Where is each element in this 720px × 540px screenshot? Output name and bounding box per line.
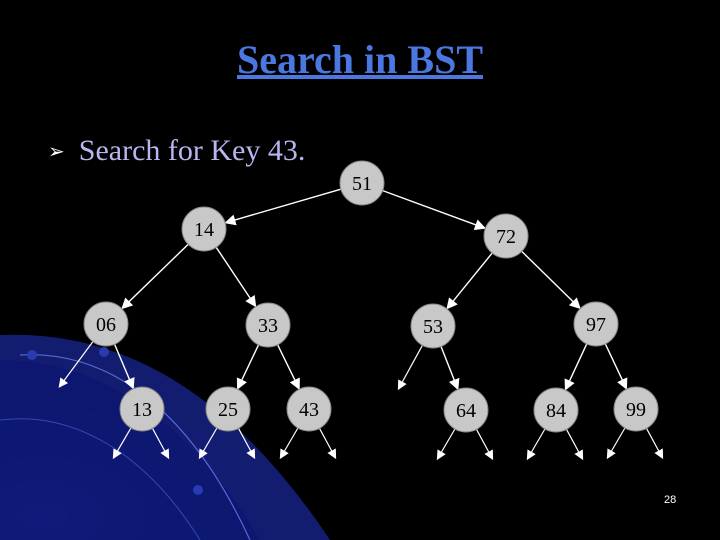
tree-node-14: 14 bbox=[182, 207, 226, 251]
null-child-arrow-25-4 bbox=[238, 428, 254, 457]
page-number: 28 bbox=[664, 494, 676, 506]
edge-14-33 bbox=[216, 247, 254, 305]
edge-14-06 bbox=[123, 244, 188, 307]
null-child-arrow-53-7 bbox=[399, 345, 422, 388]
tree-node-43: 43 bbox=[287, 387, 331, 431]
null-child-arrow-99-12 bbox=[608, 428, 625, 457]
node-label: 53 bbox=[423, 316, 443, 338]
edge-33-25 bbox=[238, 345, 258, 387]
null-child-arrow-64-9 bbox=[476, 429, 492, 458]
node-label: 64 bbox=[456, 400, 476, 422]
node-label: 72 bbox=[496, 226, 516, 248]
edge-06-13 bbox=[115, 344, 133, 387]
edge-97-99 bbox=[605, 344, 625, 387]
null-child-arrow-64-8 bbox=[438, 429, 455, 458]
edge-33-43 bbox=[278, 345, 299, 388]
null-child-arrow-13-2 bbox=[152, 428, 168, 457]
null-child-arrow-06-0 bbox=[60, 342, 93, 386]
tree-node-06: 06 bbox=[84, 302, 128, 346]
node-label: 97 bbox=[586, 314, 606, 336]
tree-node-72: 72 bbox=[484, 214, 528, 258]
tree-node-13: 13 bbox=[120, 387, 164, 431]
tree-node-25: 25 bbox=[206, 387, 250, 431]
edge-51-72 bbox=[383, 191, 484, 228]
node-label: 06 bbox=[96, 314, 116, 336]
edge-97-84 bbox=[566, 344, 587, 388]
node-label: 84 bbox=[546, 400, 566, 422]
edge-72-53 bbox=[448, 253, 492, 307]
tree-node-64: 64 bbox=[444, 388, 488, 432]
tree-node-97: 97 bbox=[574, 302, 618, 346]
null-child-arrow-84-11 bbox=[566, 429, 582, 458]
edge-51-14 bbox=[227, 189, 341, 222]
null-child-arrow-13-1 bbox=[114, 428, 131, 457]
node-label: 13 bbox=[132, 399, 152, 421]
node-label: 14 bbox=[194, 219, 214, 241]
tree-node-84: 84 bbox=[534, 388, 578, 432]
node-label: 33 bbox=[258, 315, 278, 337]
node-label: 99 bbox=[626, 399, 646, 421]
node-label: 43 bbox=[299, 399, 319, 421]
node-label: 51 bbox=[352, 173, 372, 195]
node-label: 25 bbox=[218, 399, 238, 421]
edge-53-64 bbox=[441, 346, 457, 387]
null-child-arrow-25-3 bbox=[200, 428, 217, 457]
null-child-arrow-43-5 bbox=[281, 428, 298, 457]
tree-node-51: 51 bbox=[340, 161, 384, 205]
tree-node-53: 53 bbox=[411, 304, 455, 348]
null-child-arrow-43-6 bbox=[319, 428, 335, 457]
edge-72-97 bbox=[522, 251, 579, 307]
tree-node-33: 33 bbox=[246, 303, 290, 347]
null-child-arrow-84-10 bbox=[528, 429, 545, 458]
null-child-arrow-99-13 bbox=[646, 428, 662, 457]
tree-node-99: 99 bbox=[614, 387, 658, 431]
